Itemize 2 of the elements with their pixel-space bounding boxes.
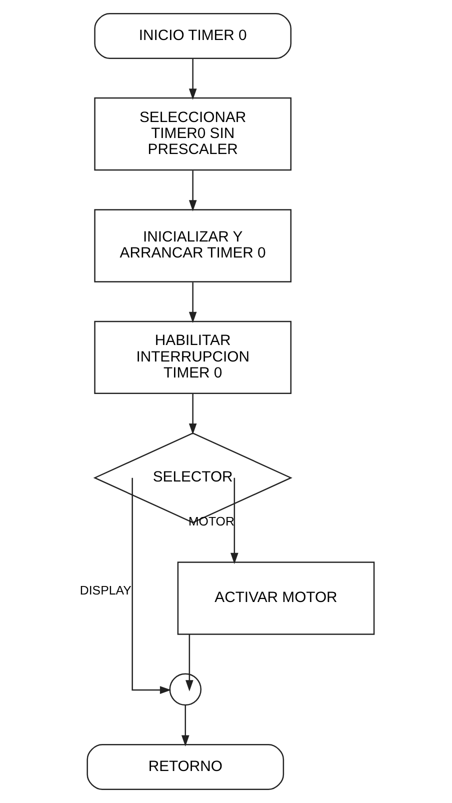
edge-label: MOTOR xyxy=(188,514,234,529)
edge-label: DISPLAY xyxy=(79,583,131,598)
